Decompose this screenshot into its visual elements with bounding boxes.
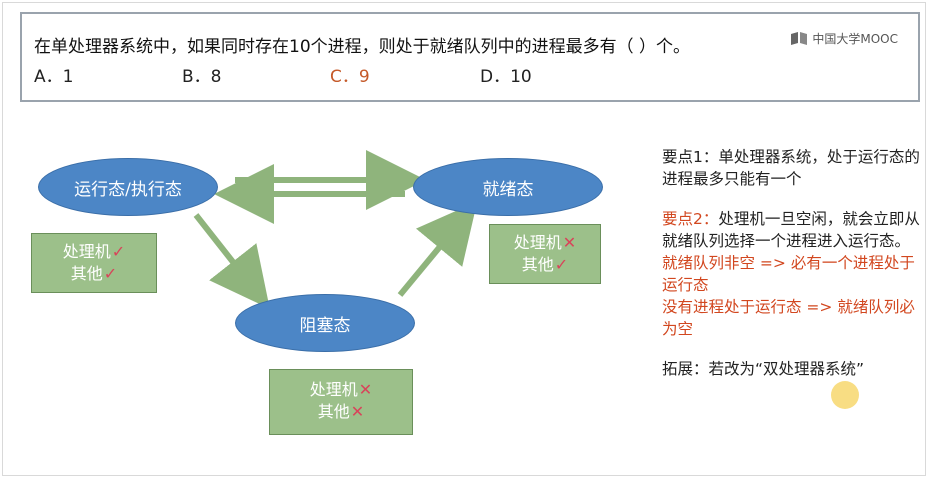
point2-body: 处理机一旦空闲，就会立即从就绪队列选择一个进程进入运行态。: [662, 210, 920, 250]
callout-blocked-other: 其他: [317, 402, 350, 421]
option-d[interactable]: D．10: [480, 67, 532, 87]
rule1: 就绪队列非空 => 必有一个进程处于运行态: [662, 254, 915, 294]
state-ready: 就绪态: [413, 158, 603, 216]
callout-running-other: 其他: [70, 264, 103, 283]
state-ready-label: 就绪态: [482, 179, 534, 200]
point2-title: 要点2：: [662, 210, 719, 228]
cross-icon: ✕: [562, 233, 577, 252]
callout-running: 处理机✓ 其他✓: [31, 233, 157, 293]
question-box: 在单处理器系统中，如果同时存在10个进程，则处于就绪队列中的进程最多有（ ）个。…: [20, 12, 920, 102]
callout-blocked-processor: 处理机: [309, 380, 358, 399]
state-running-label: 运行态/执行态: [74, 179, 182, 200]
point2: 要点2：处理机一旦空闲，就会立即从就绪队列选择一个进程进入运行态。: [662, 208, 922, 252]
cursor-highlight: [831, 381, 859, 409]
state-diagram: 运行态/执行态 就绪态 阻塞态 处理机✓ 其他✓ 处理机✕ 其他✓ 处理机✕ 其…: [0, 120, 620, 450]
state-blocked: 阻塞态: [235, 294, 415, 352]
cross-icon: ✕: [358, 380, 373, 399]
check-icon: ✓: [103, 264, 118, 283]
callout-ready: 处理机✕ 其他✓: [489, 224, 601, 284]
callout-running-processor: 处理机: [62, 242, 111, 261]
callout-ready-other: 其他: [521, 255, 554, 274]
check-icon: ✓: [111, 242, 126, 261]
notes-panel: 要点1：单处理器系统，处于运行态的进程最多只能有一个 要点2：处理机一旦空闲，就…: [662, 146, 922, 380]
book-icon: [791, 32, 808, 45]
state-blocked-label: 阻塞态: [299, 315, 351, 336]
option-b[interactable]: B．8: [182, 67, 222, 87]
cross-icon: ✕: [350, 402, 365, 421]
rule2: 没有进程处于运行态 => 就绪队列必为空: [662, 298, 915, 338]
arrows-layer: [193, 150, 478, 309]
arrow-blocked-to-ready: [397, 201, 478, 297]
point1-body: 单处理器系统，处于运行态的进程最多只能有一个: [662, 148, 920, 188]
point1-title: 要点1：: [662, 148, 719, 166]
point1: 要点1：单处理器系统，处于运行态的进程最多只能有一个: [662, 146, 922, 190]
arrow-running-to-blocked: [193, 213, 270, 309]
callout-blocked: 处理机✕ 其他✕: [269, 369, 413, 435]
state-running: 运行态/执行态: [38, 158, 218, 216]
callout-ready-processor: 处理机: [513, 233, 562, 252]
option-c[interactable]: C．9: [330, 67, 370, 87]
question-text: 在单处理器系统中，如果同时存在10个进程，则处于就绪队列中的进程最多有（ ）个。: [34, 37, 691, 57]
option-a[interactable]: A．1: [34, 67, 74, 87]
check-icon: ✓: [554, 255, 569, 274]
extension: 拓展：若改为“双处理器系统”: [662, 360, 865, 378]
mooc-logo: 中国大学MOOC: [790, 30, 898, 47]
logo-text: 中国大学MOOC: [812, 32, 898, 46]
